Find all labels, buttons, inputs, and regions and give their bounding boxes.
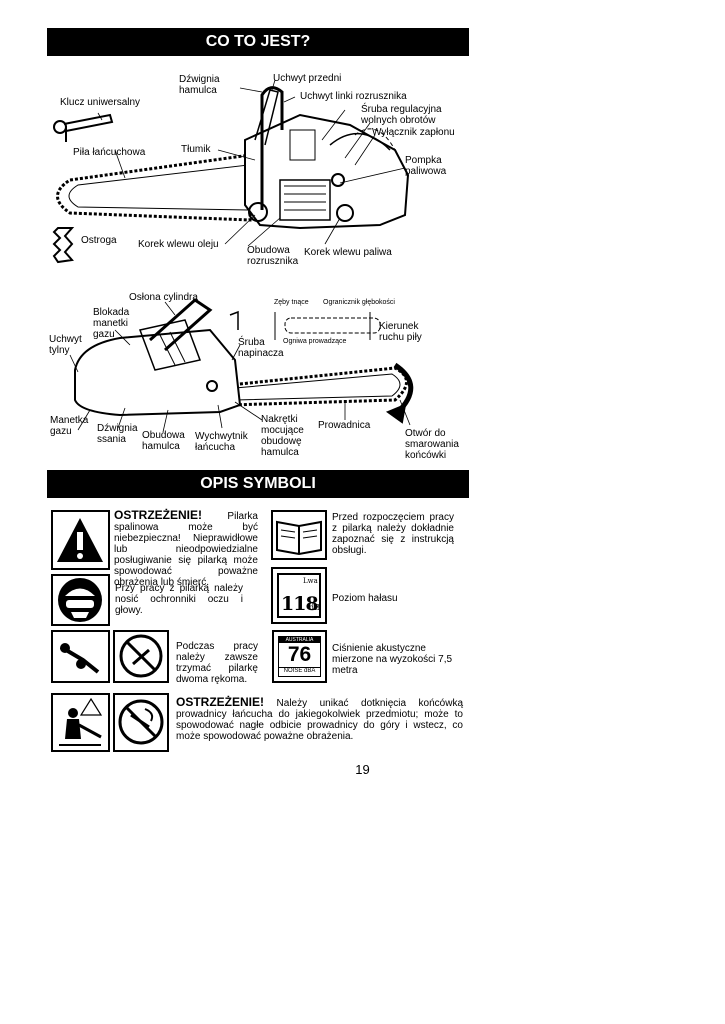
upper-leader-lines <box>97 79 406 247</box>
label-muffler: Tłumik <box>181 144 211 155</box>
sound-pressure-symbol: AUSTRALIA 76 NOISE dBA <box>272 630 327 683</box>
label-lubrication-hole: Otwór do smarowania końcówki <box>405 428 459 461</box>
open-book-icon <box>276 520 322 556</box>
upper-saw-illustration <box>56 86 410 230</box>
label-idle-screw: Śruba regulacyjna wolnych obrotów <box>361 104 442 126</box>
label-bar-nuts: Nakrętki mocujące obudowę hamulca <box>261 414 304 458</box>
ppe-text: Przy pracy z pilarką należy nosić ochron… <box>115 583 243 616</box>
lower-leader-lines <box>69 301 411 433</box>
label-ignition-switch: Wyłącznik zapłonu <box>372 127 455 138</box>
kickback-symbol <box>51 693 110 752</box>
label-wrench: Klucz uniwersalny <box>60 97 141 108</box>
label-chain-direction: Kierunek ruchu piły <box>379 321 422 343</box>
pressure-bottom-label: NOISE dBA <box>279 667 320 675</box>
section-title-symbols: OPIS SYMBOLI <box>47 470 469 498</box>
no-tip-contact-symbol <box>113 693 169 752</box>
label-starter-housing: Obudowa rozrusznika <box>247 245 299 267</box>
kickback-warning-icon <box>59 697 103 746</box>
pressure-top-label: AUSTRALIA <box>279 637 320 643</box>
hands-text: Podczas pracy należy zawsze trzymać pila… <box>176 641 258 685</box>
noise-level-symbol: Lwa 118 dB <box>271 567 327 624</box>
helmet-goggles-icon <box>58 578 102 622</box>
label-primer: Pompka paliwowa <box>405 155 447 177</box>
manual-symbol <box>271 510 327 560</box>
no-one-hand-symbol <box>113 630 169 683</box>
prohibited-one-hand-icon <box>119 634 163 678</box>
warning1-text: OSTRZEŻENIE! Pilarka spalinowa może być … <box>114 508 258 588</box>
section-title-what-is-it: CO TO JEST? <box>47 28 469 56</box>
label-spike: Ostroga <box>81 235 117 246</box>
pressure-value: 76 <box>287 643 312 666</box>
label-starter-handle: Uchwyt linki rozrusznika <box>300 91 407 102</box>
two-hands-symbol <box>51 630 110 683</box>
noise-unit: dB <box>309 603 320 612</box>
manual-text: Przed rozpoczęciem pracy z pilarką należ… <box>332 512 454 556</box>
warning-symbol <box>51 510 110 570</box>
label-oil-cap: Korek wlewu oleju <box>138 239 219 250</box>
label-brake-lever: Dźwignia hamulca <box>179 74 220 96</box>
two-hands-icon <box>59 643 100 674</box>
label-choke: Dźwignia ssania <box>97 423 138 445</box>
label-tension-screw: Śruba napinacza <box>238 337 284 359</box>
noise-lwa-label: Lwa <box>303 577 318 585</box>
label-throttle-lockout: Blokada manetki gazu <box>93 307 130 340</box>
ppe-symbol <box>51 574 110 626</box>
pressure-text: Ciśnienie akustyczne mierzone na wyzokoś… <box>332 643 453 676</box>
label-guide-bar: Prowadnica <box>318 420 371 431</box>
label-clutch-cover: Obudowa hamulca <box>142 430 185 452</box>
label-depth-gauge: Ogranicznik głębokości <box>323 299 395 306</box>
noise-text: Poziom hałasu <box>332 593 398 604</box>
warning-triangle-icon <box>57 518 103 562</box>
label-chain-catcher: Wychwytnik łańcucha <box>195 431 248 453</box>
page-number: 19 <box>355 762 370 777</box>
label-rear-handle: Uchwyt tylny <box>49 334 82 356</box>
label-chainsaw: Piła łańcuchowa <box>73 147 146 158</box>
lower-saw-illustration <box>74 298 414 424</box>
warning2-text: OSTRZEŻENIE! Należy unikać dotknięcia ko… <box>176 695 464 742</box>
label-cylinder-cover: Osłona cylindra <box>129 292 198 303</box>
wrench-illustration <box>53 113 114 142</box>
label-drive-links: Ogniwa prowadzące <box>283 338 347 345</box>
chainsaw-diagram <box>52 79 414 433</box>
prohibited-tip-contact-icon <box>118 699 164 745</box>
label-cutters: Zęby tnące <box>274 299 309 306</box>
label-fuel-cap: Korek wlewu paliwa <box>304 247 392 258</box>
spike-illustration <box>52 227 75 264</box>
label-throttle-trigger: Manetka gazu <box>50 415 89 437</box>
label-front-handle: Uchwyt przedni <box>273 73 342 84</box>
noise-value: 118 <box>281 593 319 615</box>
